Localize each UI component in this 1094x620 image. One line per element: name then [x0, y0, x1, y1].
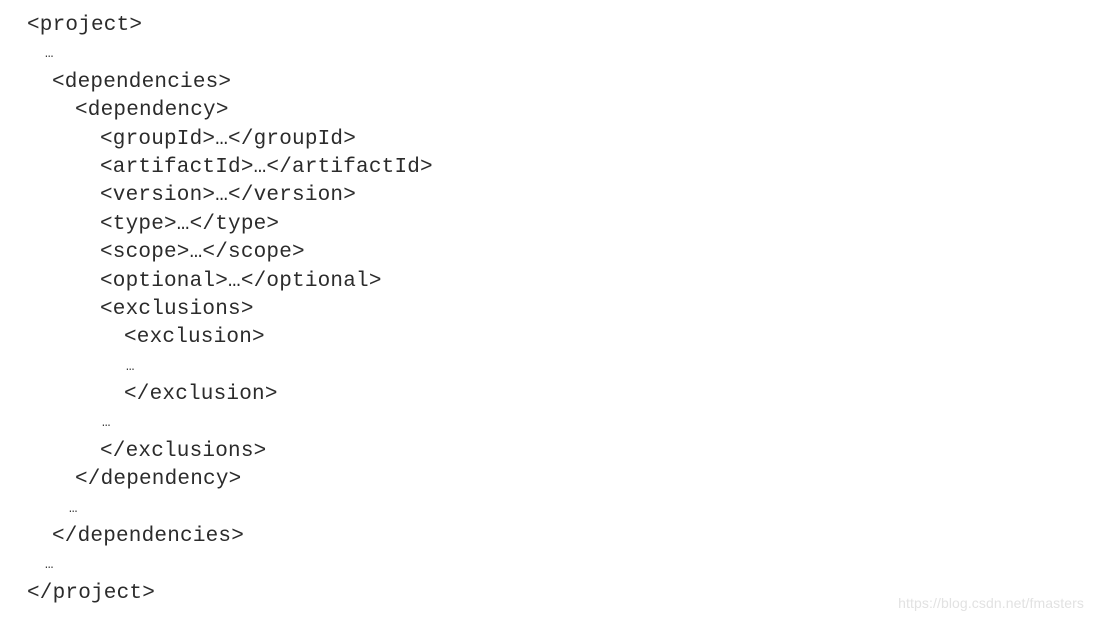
code-line-dependency-open: <dependency>: [75, 99, 229, 123]
code-line-scope: <scope>…</scope>: [100, 241, 305, 265]
watermark-url: https://blog.csdn.net/fmasters: [898, 595, 1084, 611]
code-line-project-open: <project>: [27, 14, 143, 37]
code-line-dependencies-open: <dependencies>: [52, 70, 232, 94]
code-line-artifactid: <artifactId>…</artifactId>: [100, 155, 433, 179]
code-line-exclusion-close: </exclusion>: [124, 383, 278, 407]
code-line-project-close: </project>: [27, 581, 156, 605]
code-line-ellipsis: …: [45, 46, 54, 63]
code-line-exclusions-close: </exclusions>: [100, 439, 267, 463]
code-line-exclusions-open: <exclusions>: [100, 297, 254, 321]
code-line-type: <type>…</type>: [100, 212, 280, 236]
code-line-dependencies-close: </dependencies>: [52, 525, 245, 549]
code-line-ellipsis: …: [102, 415, 111, 432]
code-line-exclusion-open: <exclusion>: [124, 326, 265, 350]
xml-code-block: <project> … <dependencies> <dependency> …: [27, 12, 433, 608]
code-line-dependency-close: </dependency>: [75, 468, 242, 492]
code-line-ellipsis: …: [45, 557, 54, 574]
code-line-optional: <optional>…</optional>: [100, 269, 382, 293]
code-line-ellipsis: …: [69, 500, 78, 517]
code-line-version: <version>…</version>: [100, 184, 357, 208]
code-line-ellipsis: …: [126, 358, 135, 375]
code-line-groupid: <groupId>…</groupId>: [100, 127, 357, 151]
